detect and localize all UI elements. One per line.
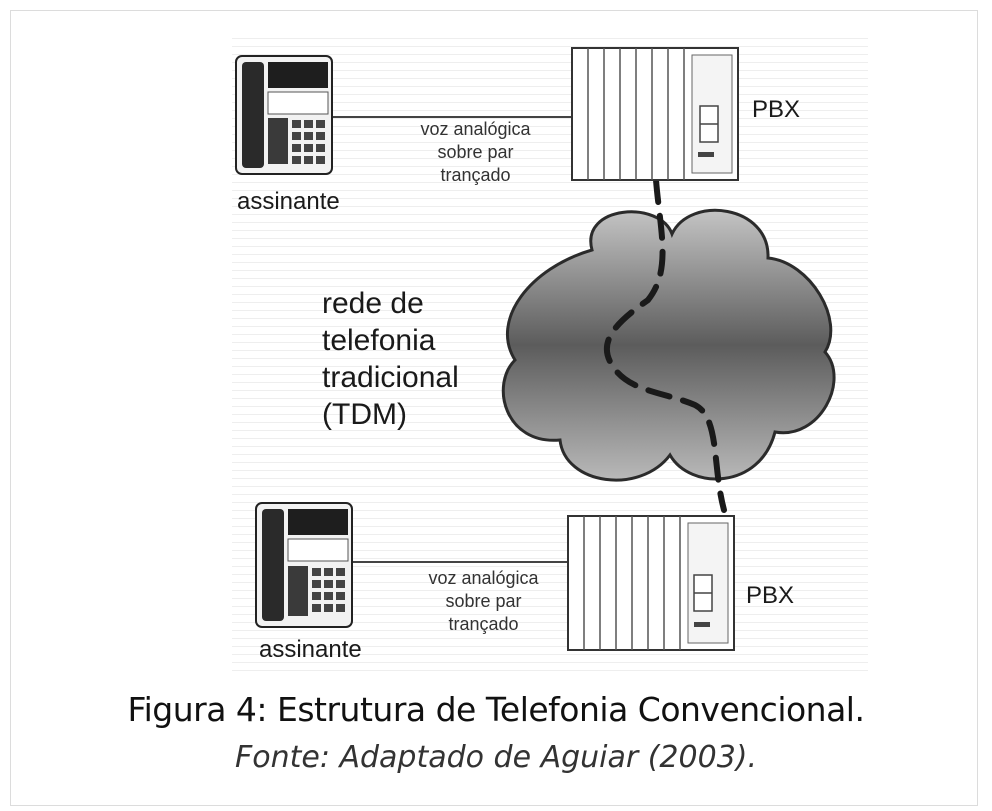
- top-telephone-icon: [235, 55, 333, 175]
- network-label-line2: telefonia: [322, 324, 436, 357]
- figure-caption-source: Fonte: Adaptado de Aguiar (2003).: [234, 740, 758, 775]
- figure-caption-title: Figura 4: Estrutura de Telefonia Convenc…: [127, 690, 865, 729]
- top-subscriber-label: assinante: [237, 188, 340, 215]
- bottom-pbx: [567, 515, 735, 651]
- top-link-label: voz analógica sobre par trançado: [388, 118, 563, 187]
- top-link-label-line2: sobre par: [437, 142, 514, 162]
- network-label-line1: rede de: [322, 287, 424, 320]
- bottom-subscriber-label: assinante: [259, 636, 362, 663]
- bottom-link-label-line3: trançado: [448, 614, 519, 634]
- network-label: rede de telefonia tradicional (TDM): [322, 285, 459, 433]
- network-cloud: [501, 208, 836, 482]
- bottom-link-label-line1: voz analógica: [428, 568, 539, 588]
- network-label-line3: tradicional: [322, 361, 459, 394]
- bottom-link-label-line2: sobre par: [445, 591, 522, 611]
- dashed-connection: [603, 177, 727, 513]
- top-link-label-line3: trançado: [440, 165, 511, 185]
- network-label-line4: (TDM): [322, 398, 407, 431]
- bottom-link-label: voz analógica sobre par trançado: [396, 567, 571, 636]
- bottom-pbx-label: PBX: [746, 582, 795, 609]
- top-link-label-line1: voz analógica: [420, 119, 531, 139]
- bottom-telephone-icon: [255, 502, 353, 628]
- top-pbx: [571, 47, 739, 181]
- top-pbx-label: PBX: [752, 96, 801, 123]
